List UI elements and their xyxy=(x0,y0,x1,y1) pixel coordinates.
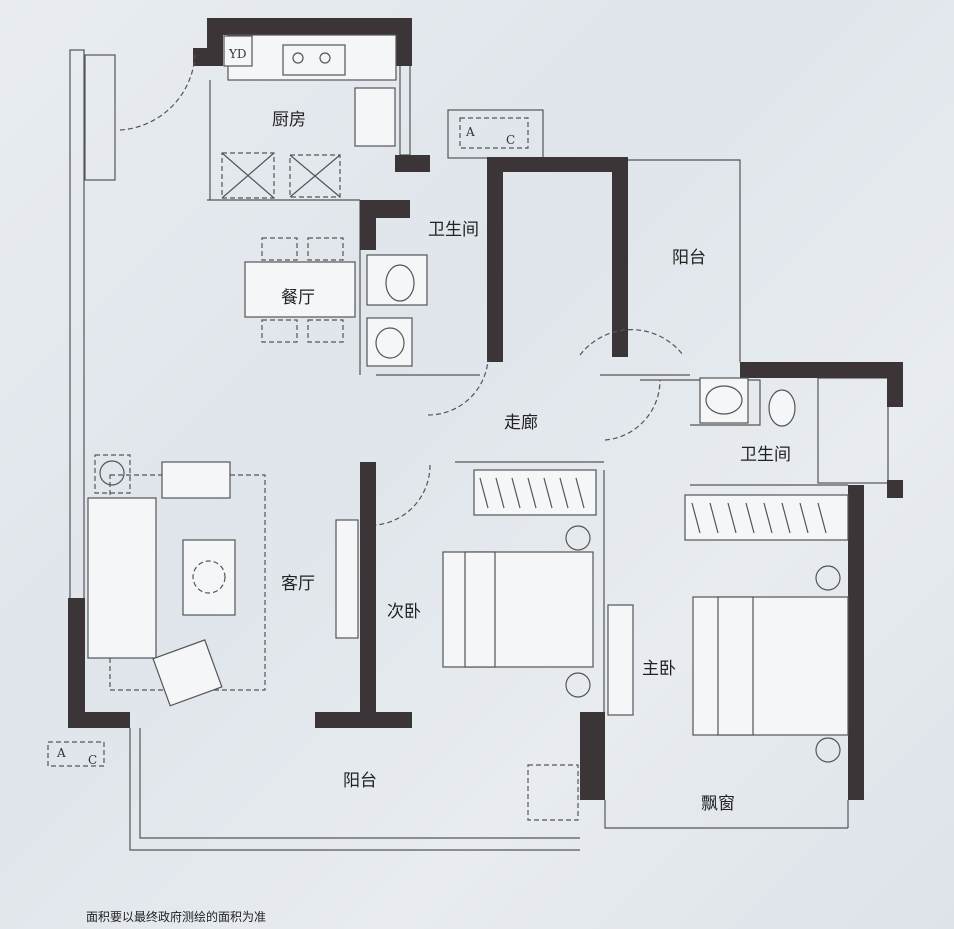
wardrobe-master xyxy=(684,494,849,541)
kitchen-sink xyxy=(354,87,396,147)
wardrobe-2 xyxy=(473,469,597,516)
basin-2 xyxy=(699,377,749,424)
furniture xyxy=(87,34,849,821)
fridge xyxy=(221,152,275,199)
room-bathroom-1: 卫生间 xyxy=(428,220,479,240)
washer xyxy=(223,35,253,67)
ac-outdoor-top: A C xyxy=(459,117,529,149)
side-table xyxy=(161,461,231,499)
room-second-bedroom: 次卧 xyxy=(387,602,421,622)
svg-text:C: C xyxy=(88,753,97,767)
room-dining: 餐厅 xyxy=(281,288,315,308)
room-bay-window: 飘窗 xyxy=(701,794,735,814)
desk xyxy=(607,604,634,716)
tv-cabinet xyxy=(335,519,359,639)
yd-label: YD xyxy=(228,47,247,61)
ac-outdoor-left: A C xyxy=(47,741,105,767)
bed-master xyxy=(692,596,849,736)
svg-text:A: A xyxy=(56,746,66,760)
svg-text:C: C xyxy=(506,133,515,147)
coffee-table xyxy=(182,539,236,616)
room-corridor: 走廊 xyxy=(504,413,538,433)
svg-text:A: A xyxy=(465,125,475,139)
sofa xyxy=(87,497,157,659)
door-swing xyxy=(119,54,196,131)
dining-table xyxy=(244,261,356,318)
room-kitchen: 厨房 xyxy=(272,110,306,130)
gas-stove xyxy=(282,44,346,76)
room-living: 客厅 xyxy=(281,574,315,594)
toilet-2 xyxy=(768,389,796,427)
armchair xyxy=(152,639,223,707)
ac-unit xyxy=(527,764,579,821)
basin-1 xyxy=(366,317,413,367)
room-balcony-top: 阳台 xyxy=(672,248,706,268)
room-master-bedroom: 主卧 xyxy=(642,659,676,679)
room-bathroom-2: 卫生间 xyxy=(740,445,791,465)
room-balcony-bottom: 阳台 xyxy=(343,771,377,791)
area-disclaimer: 面积要以最终政府测绘的面积为准 xyxy=(86,910,267,924)
walls xyxy=(68,18,903,800)
